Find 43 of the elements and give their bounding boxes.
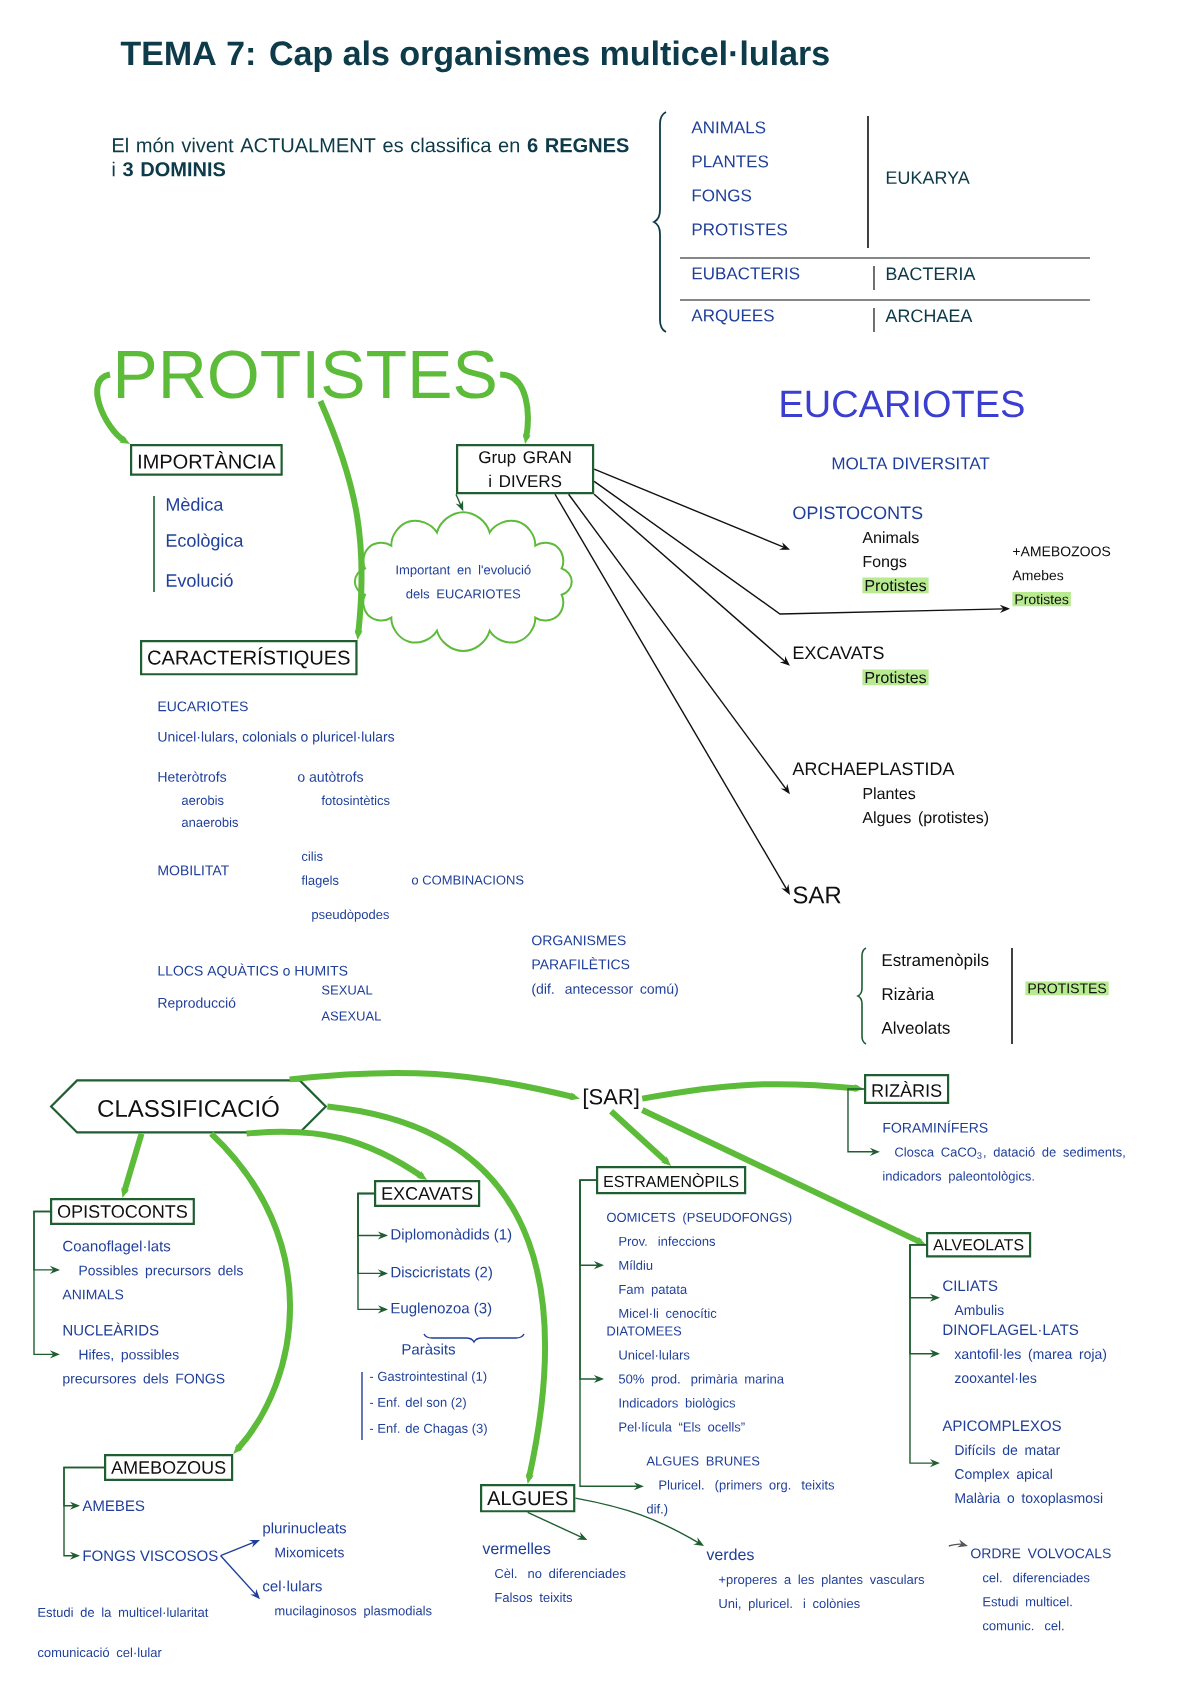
group-entry: ARCHAEPLASTIDA Plantes Algues (protistes) [792, 762, 989, 827]
section-box: EXCAVATS [374, 1180, 481, 1207]
heading-text: PROTISTES [118, 350, 495, 399]
section-box: RIZÀRIS [864, 1074, 950, 1104]
list-item: Alveolats [881, 1021, 950, 1034]
kingdom-name: ARQUEES [691, 309, 774, 325]
domain-name: EUKARYA [886, 171, 970, 184]
kingdom-name: ANIMALS [691, 121, 766, 134]
section-heading: [SAR] [583, 1088, 639, 1109]
arrow [593, 493, 790, 666]
node-label: Animals [862, 531, 919, 544]
arrow [574, 1497, 704, 1546]
node-label: EXCAVATS [793, 646, 884, 660]
domain-name: BACTERIA [886, 267, 976, 281]
node-label: OPISTOCONTS [793, 506, 923, 520]
list-item: Evolució [166, 573, 233, 587]
subtitle-text: MOLTA DIVERSITAT [832, 457, 990, 470]
kingdom-name: PROTISTES [692, 223, 787, 236]
heading-text: EUCARIOTES [781, 390, 1024, 418]
list-item: Estramenòpils [882, 953, 989, 970]
section-box: ESTRAMENÒPILS [596, 1166, 747, 1195]
section-box: AMEBOZOUS [104, 1454, 234, 1481]
domain-name: ARCHAEA [885, 309, 973, 323]
intro-text: El món vivent ACTUALMENT es classifica en 6 REGNES i 3 DOMINIS [112, 137, 629, 177]
group-entry: SAR [793, 886, 841, 904]
list-item: Ecològica [166, 533, 244, 551]
section-box: IMPORTÀNCIA [130, 444, 283, 476]
kingdom-name: PLANTES [692, 155, 769, 168]
list-item: Mèdica [166, 497, 224, 511]
section-box: OPISTOCONTS [50, 1198, 195, 1225]
list-item: Rizària [882, 987, 935, 1001]
group-entry: OPISTOCONTS Animals Fongs Protistes [793, 506, 929, 594]
section-banner: CLASSIFICACIÓ [49, 1079, 328, 1134]
node-label: Fongs [863, 555, 907, 571]
section-box: ALGUES [480, 1484, 576, 1513]
kingdom-name: FONGS [692, 189, 752, 202]
title-text: TEMA 7: Cap als organismes multicel·lulars [120, 40, 829, 73]
group-entry: EXCAVATS Protistes [793, 646, 929, 686]
arrow [209, 1131, 293, 1454]
section-box: CARACTERÍSTIQUES [140, 640, 358, 676]
section-box: ALVEOLATS [926, 1232, 1032, 1258]
section-box: Grup GRAN i DIVERS [456, 444, 595, 495]
kingdom-name: EUBACTERIS [692, 267, 800, 280]
